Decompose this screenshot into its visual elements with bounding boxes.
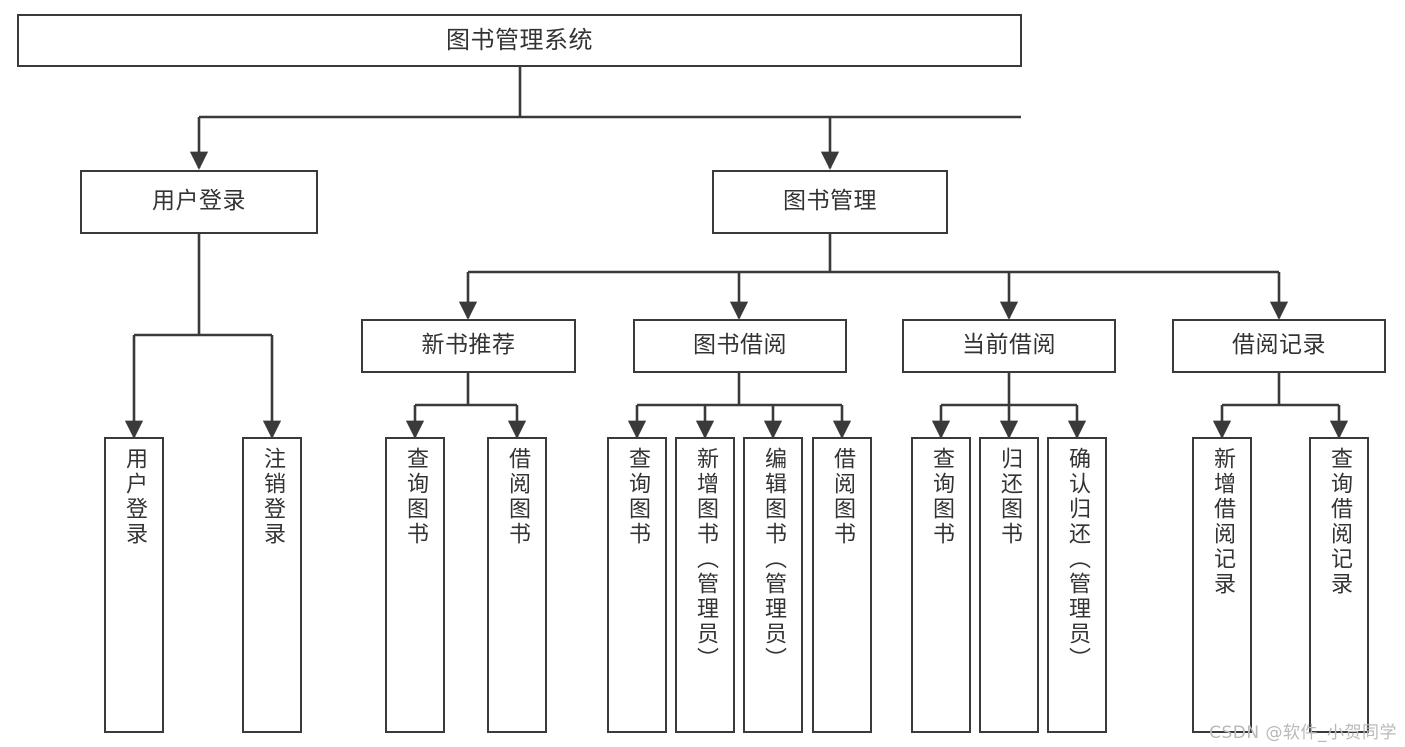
node-label: 借阅图书 [505, 447, 530, 547]
node-label: 图书管理 [783, 188, 877, 215]
node-label: 用户登录 [152, 188, 246, 215]
node-label: 注销登录 [260, 447, 285, 547]
leaf-borrow-query-books[interactable]: 查询图书 [607, 437, 667, 733]
node-new-book-recommendation[interactable]: 新书推荐 [361, 319, 576, 373]
leaf-user-login[interactable]: 用户登录 [104, 437, 164, 733]
node-label: 归还图书 [997, 447, 1022, 547]
node-label: 借阅图书 [830, 447, 855, 547]
node-borrowing-records[interactable]: 借阅记录 [1172, 319, 1386, 373]
node-label: 编辑图书（管理员） [761, 447, 786, 672]
node-label: 新增借阅记录 [1210, 447, 1235, 597]
leaf-borrow-add-book-admin[interactable]: 新增图书（管理员） [675, 437, 735, 733]
leaf-new-book-borrow-books[interactable]: 借阅图书 [487, 437, 547, 733]
leaf-records-query-record[interactable]: 查询借阅记录 [1309, 437, 1369, 733]
leaf-records-add-record[interactable]: 新增借阅记录 [1192, 437, 1252, 733]
node-label: 图书管理系统 [446, 26, 593, 55]
leaf-new-book-query-books[interactable]: 查询图书 [385, 437, 445, 733]
node-label: 用户登录 [122, 447, 147, 547]
node-label: 新书推荐 [421, 332, 516, 359]
node-label: 查询借阅记录 [1327, 447, 1352, 597]
node-book-borrowing[interactable]: 图书借阅 [633, 319, 847, 373]
node-root-book-management-system[interactable]: 图书管理系统 [17, 14, 1022, 67]
leaf-current-query-books[interactable]: 查询图书 [911, 437, 971, 733]
node-label: 新增图书（管理员） [693, 447, 718, 672]
leaf-borrow-edit-book-admin[interactable]: 编辑图书（管理员） [743, 437, 803, 733]
leaf-logout[interactable]: 注销登录 [242, 437, 302, 733]
node-label: 查询图书 [403, 447, 428, 547]
csdn-watermark: CSDN @软件_小贺同学 [1209, 723, 1397, 743]
leaf-current-confirm-return-admin[interactable]: 确认归还（管理员） [1047, 437, 1107, 733]
node-label: 查询图书 [929, 447, 954, 547]
node-label: 确认归还（管理员） [1065, 447, 1090, 672]
node-user-login[interactable]: 用户登录 [80, 170, 318, 234]
leaf-borrow-borrow-books[interactable]: 借阅图书 [812, 437, 872, 733]
node-label: 借阅记录 [1232, 332, 1326, 359]
node-current-borrowing[interactable]: 当前借阅 [902, 319, 1116, 373]
node-label: 当前借阅 [962, 332, 1056, 359]
leaf-current-return-books[interactable]: 归还图书 [979, 437, 1039, 733]
node-book-management[interactable]: 图书管理 [712, 170, 948, 234]
node-label: 查询图书 [625, 447, 650, 547]
node-label: 图书借阅 [693, 332, 787, 359]
